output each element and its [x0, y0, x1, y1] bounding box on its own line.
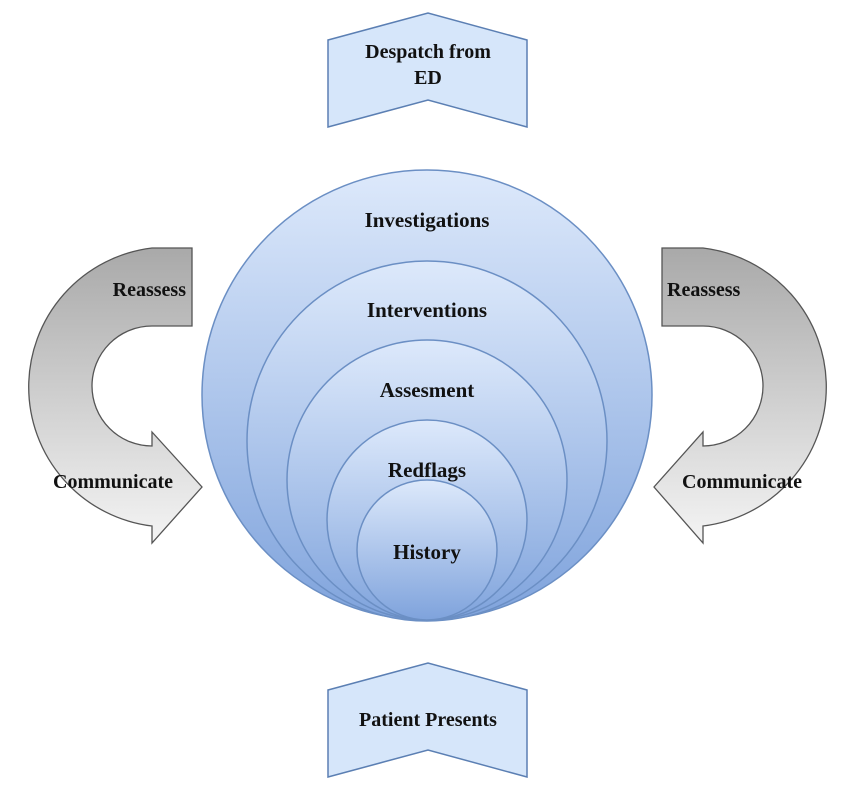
assesment-label: Assesment: [380, 378, 475, 402]
left-reassess-label: Reassess: [113, 279, 187, 301]
despatch-box: [327, 12, 528, 128]
investigations-label: Investigations: [365, 208, 490, 232]
redflags-label: Redflags: [388, 458, 466, 482]
interventions-label: Interventions: [367, 298, 487, 322]
circle-history: [356, 479, 498, 621]
history-label: History: [393, 540, 461, 564]
left-communicate-label: Communicate: [53, 471, 173, 493]
right-reassess-arrow: [653, 247, 827, 545]
right-reassess-label: Reassess: [667, 279, 741, 301]
right-communicate-label: Communicate: [682, 471, 802, 493]
patient-presents-box: [327, 662, 528, 778]
despatch-label-line2: ED: [414, 67, 442, 89]
patient-presents-label: Patient Presents: [359, 709, 497, 731]
left-reassess-arrow: [28, 247, 203, 545]
despatch-label-line1: Despatch from: [365, 41, 491, 63]
